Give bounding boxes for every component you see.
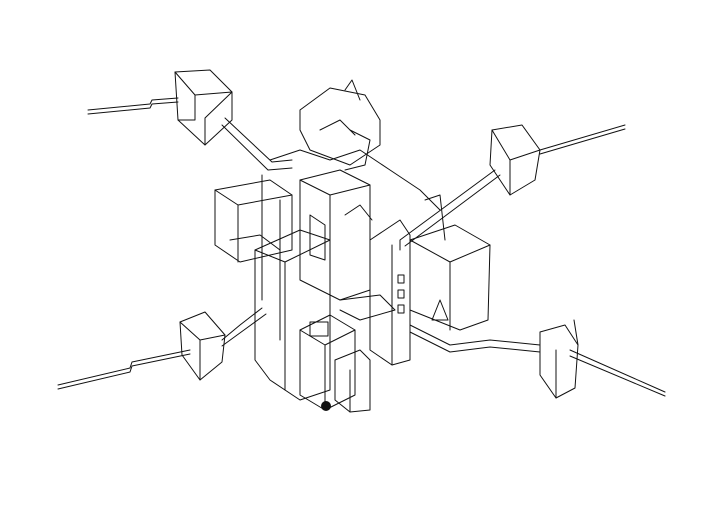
arm-bottom-left [57,307,267,390]
central-structure [214,79,491,413]
arm-bottom-right [409,319,666,399]
drawing-lines [57,69,666,413]
black-dot-marker [321,401,331,411]
arm-top-right [399,124,626,251]
arm-top-left [87,69,293,171]
